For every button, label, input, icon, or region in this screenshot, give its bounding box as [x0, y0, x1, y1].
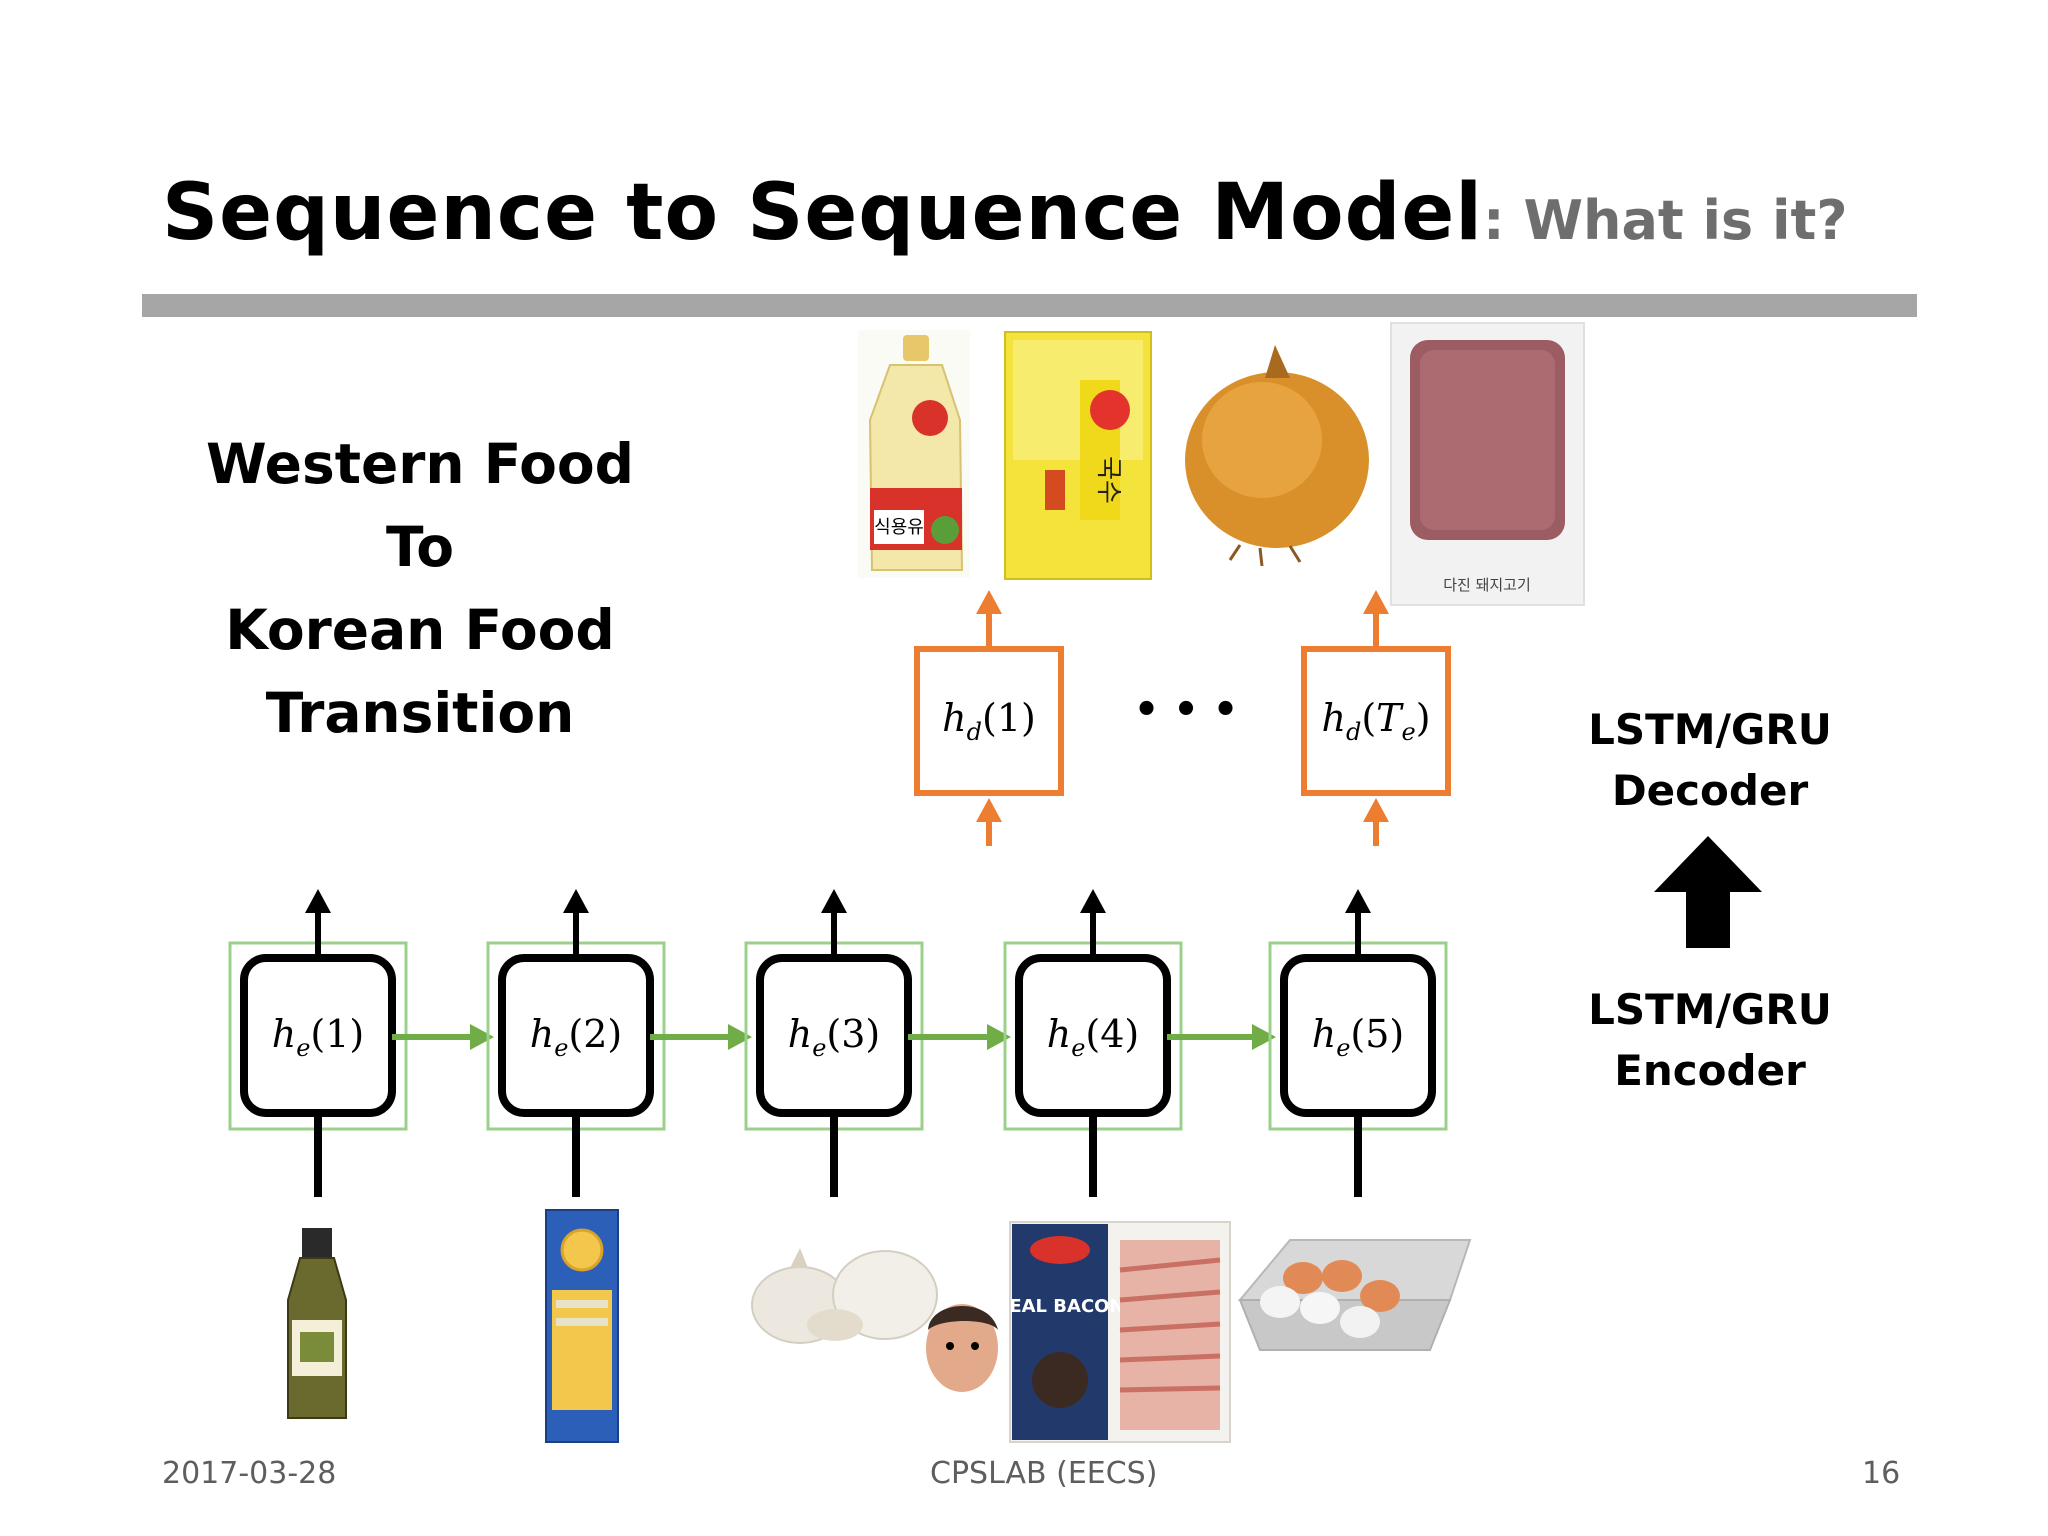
decoder-cell-te — [1301, 646, 1451, 796]
phrase-line-2: To — [386, 515, 454, 579]
noodle-package-icon: 국수 — [1004, 331, 1152, 580]
decoder-cell-1-label: hd(1) — [942, 696, 1036, 746]
encoder-cells — [228, 889, 1448, 1197]
encoder-cell-label: he(3) — [787, 1012, 881, 1062]
encoder-cell-label: he(5) — [1311, 1012, 1405, 1062]
up-arrow-icon — [1654, 836, 1762, 948]
phrase-line-1: Western Food — [205, 432, 635, 496]
footer-page-number: 16 — [1862, 1456, 1901, 1491]
footer-date: 2017-03-28 — [162, 1456, 337, 1491]
arrow-up-icon — [305, 889, 331, 913]
pork-tray-text: 다진 돼지고기 — [1443, 576, 1531, 594]
ground-pork-tray-icon: 다진 돼지고기 — [1390, 322, 1585, 606]
encoder-cell-label: he(4) — [1046, 1012, 1140, 1062]
noodle-package-text: 국수 — [1093, 456, 1123, 504]
bacon-package-icon: REAL BACON — [995, 1221, 1231, 1443]
encoder-cell-label: he(2) — [529, 1012, 623, 1062]
arrow-up-icon — [1080, 889, 1106, 913]
arrow-up-icon — [821, 889, 847, 913]
decoder-label-line-1: LSTM/GRU — [1588, 705, 1832, 754]
oil-bottle-text: 식용유 — [874, 517, 924, 538]
phrase-line-4: Transition — [265, 681, 575, 745]
face-icon — [926, 1304, 998, 1392]
olive-oil-bottle-icon — [287, 1228, 347, 1419]
cooking-oil-bottle-icon: 식용유 — [858, 330, 970, 578]
garlic-icon — [751, 1248, 938, 1344]
arrow-right-icon — [470, 1024, 494, 1050]
decoder-label-line-2: Decoder — [1611, 766, 1809, 815]
phrase-line-3: Korean Food — [225, 598, 615, 662]
arrow-right-icon — [987, 1024, 1011, 1050]
decoder-arrows — [976, 590, 1389, 846]
encoder-cell-label: he(1) — [271, 1012, 365, 1062]
title-divider — [142, 294, 1917, 317]
arrow-up-icon — [1345, 889, 1371, 913]
arrow-up-icon — [563, 889, 589, 913]
arrow-right-icon — [728, 1024, 752, 1050]
onion-icon — [1185, 345, 1369, 567]
encoder-label-line-1: LSTM/GRU — [1588, 985, 1832, 1034]
decoder-ellipsis: • • • — [1133, 687, 1239, 733]
title-main: Sequence to Sequence Model — [162, 168, 1484, 258]
spaghetti-package-icon — [545, 1209, 619, 1443]
footer-center: CPSLAB (EECS) — [930, 1456, 1158, 1491]
decoder-cell-1 — [914, 646, 1064, 796]
arrow-right-icon — [1252, 1024, 1276, 1050]
decoder-cell-te-label: hd(Te) — [1321, 696, 1431, 746]
egg-carton-icon — [1237, 1239, 1472, 1351]
page-title: Sequence to Sequence Model: What is it? — [162, 168, 1848, 258]
bacon-package-text: REAL BACON — [995, 1296, 1124, 1317]
encoder-label-line-2: Encoder — [1614, 1046, 1806, 1095]
title-subtitle: : What is it? — [1483, 189, 1848, 252]
